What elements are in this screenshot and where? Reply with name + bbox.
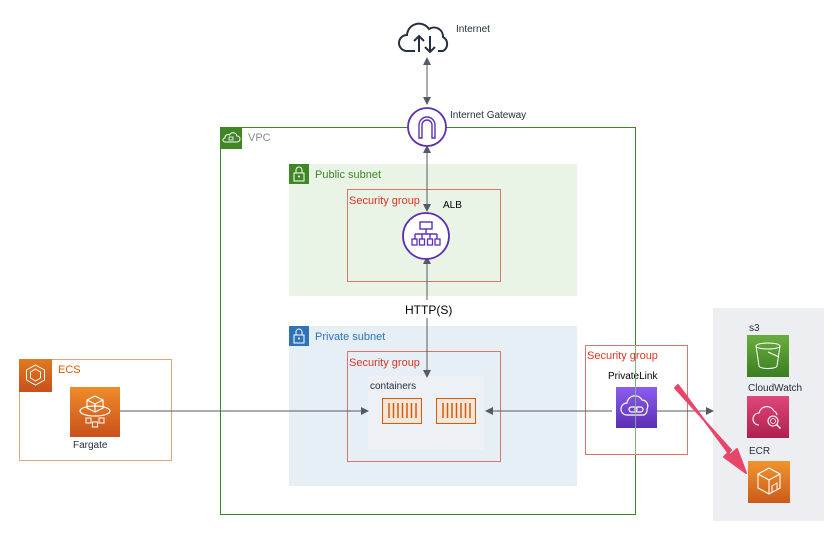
http-edge-label: HTTP(S) [404, 303, 454, 317]
ecr-label: ECR [749, 446, 771, 457]
private-subnet-badge [289, 326, 309, 346]
internet-gateway-icon [407, 107, 447, 147]
container-icon [388, 403, 417, 418]
security-group-privatelink-label: Security group [587, 350, 658, 362]
cloudwatch-label: CloudWatch [748, 383, 803, 394]
container-1[interactable] [382, 398, 422, 424]
lock-icon [293, 328, 305, 344]
s3-label: s3 [749, 323, 760, 334]
cloud-upload-download-icon [398, 22, 449, 54]
fargate-node[interactable] [70, 387, 120, 437]
cloudwatch-node[interactable] [747, 396, 789, 438]
load-balancer-icon [402, 212, 450, 260]
containers-label: containers [370, 381, 417, 392]
vpc-border-overlay [635, 345, 636, 455]
privatelink-label: PrivateLink [608, 371, 658, 382]
ecs-label: ECS [58, 364, 81, 376]
alb-node[interactable] [401, 211, 451, 261]
vpc-cloud-lock-icon [222, 132, 241, 143]
internet-gateway-label: Internet Gateway [450, 110, 527, 121]
ecr-node[interactable] [748, 461, 790, 503]
container-2[interactable] [436, 398, 476, 424]
s3-node[interactable] [747, 335, 789, 377]
security-group-alb-label: Security group [349, 195, 420, 207]
privatelink-node[interactable] [616, 387, 657, 428]
lock-icon [293, 166, 305, 182]
highlight-arrow-shape [674, 384, 747, 474]
fargate-label: Fargate [73, 440, 108, 451]
internet-node[interactable] [397, 18, 453, 58]
ecs-icon [26, 364, 45, 386]
ecs-group [19, 359, 172, 461]
cloudwatch-icon [752, 406, 782, 430]
vpc-badge [220, 127, 242, 149]
ecs-badge [19, 359, 52, 392]
security-group-containers [347, 351, 501, 462]
security-group-containers-label: Security group [349, 357, 420, 369]
s3-bucket-icon [755, 342, 781, 369]
public-subnet-badge [289, 164, 309, 184]
private-subnet-label: Private subnet [315, 331, 386, 343]
vpc-label: VPC [248, 132, 271, 144]
container-icon [442, 403, 471, 418]
ecr-icon [757, 467, 781, 495]
public-subnet-label: Public subnet [315, 169, 382, 181]
fargate-icon [79, 395, 111, 428]
internet-gateway-node[interactable] [406, 106, 448, 148]
internet-label: Internet [456, 24, 490, 35]
alb-label: ALB [443, 200, 462, 211]
